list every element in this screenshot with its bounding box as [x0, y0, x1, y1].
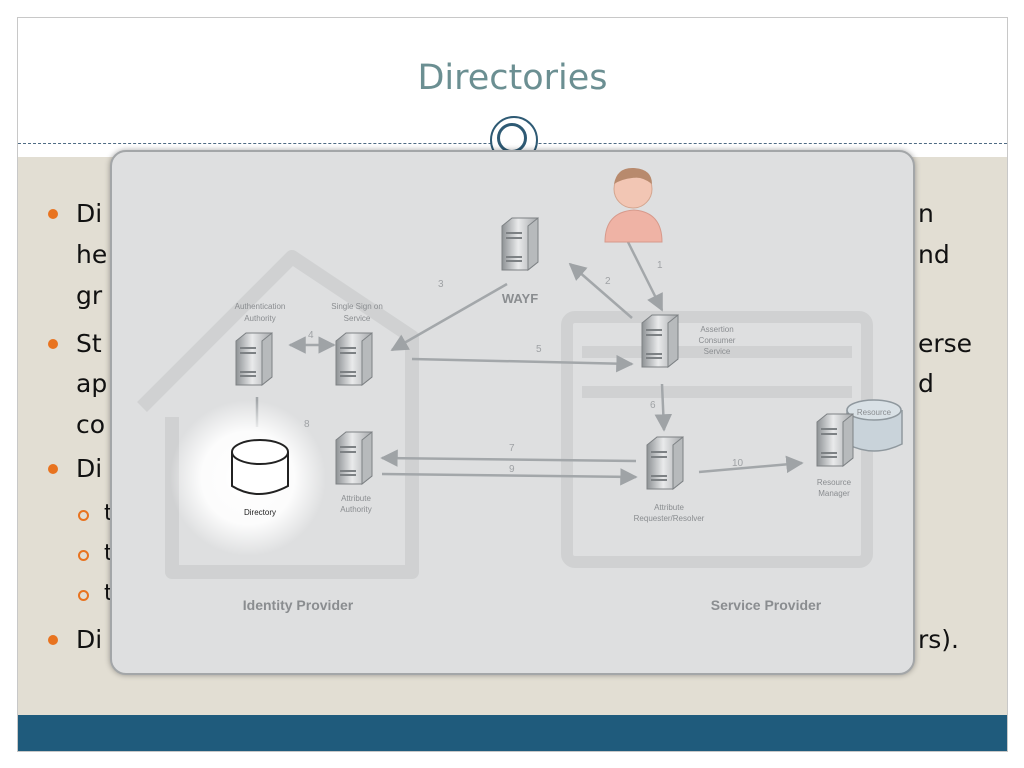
bullet-dot: [48, 339, 58, 349]
step-2-label: 2: [605, 276, 611, 287]
bullet-fragment: gr: [76, 281, 103, 310]
bullet-fragment-right: erse: [918, 329, 973, 358]
bullet-fragment: Di: [76, 199, 103, 228]
bullet-dot: [48, 464, 58, 474]
resource-database-icon: [846, 399, 903, 452]
directory-label: Directory: [244, 508, 276, 517]
bullet-fragment-right: nd: [918, 240, 950, 269]
bullet-fragment: Di: [76, 625, 103, 654]
slide-footer: [18, 715, 1007, 751]
authentication-authority-server-icon: [235, 332, 273, 386]
single-sign-on-label-2: Service: [344, 314, 371, 323]
bullet-dot: [48, 635, 58, 645]
step-7-label: 7: [509, 443, 515, 454]
authentication-authority-label-1: Authentication: [235, 302, 286, 311]
bullet-fragment: co: [76, 410, 106, 439]
wayf-server-icon: [501, 217, 539, 271]
bullet-dot: [48, 209, 58, 219]
resource-label: Resource: [857, 408, 892, 417]
identity-provider-watermark: [137, 250, 419, 579]
bullet-fragment: St: [76, 329, 102, 358]
resource-manager-label-2: Manager: [818, 489, 850, 498]
bullet-fragment-right: rs).: [918, 625, 960, 654]
sub-bullet-fragment: t: [104, 581, 113, 606]
step-3-label: 3: [438, 279, 444, 290]
bullet-fragment: he: [76, 240, 108, 269]
assertion-consumer-label-3: Service: [704, 347, 731, 356]
attribute-authority-server-icon: [335, 431, 373, 485]
resource-manager-server-icon: [816, 413, 854, 467]
attribute-authority-label-1: Attribute: [341, 494, 371, 503]
step-10-label: 10: [732, 458, 744, 469]
attribute-requester-server-icon: [646, 436, 684, 490]
directory-database-icon: [231, 439, 289, 495]
bullet-fragment-right: d: [918, 369, 934, 398]
diagram-arrows: [255, 233, 804, 486]
sub-bullet-ring: [78, 590, 89, 601]
attribute-authority-label-2: Authority: [340, 505, 372, 514]
attribute-requester-label-1: Attribute: [654, 503, 684, 512]
single-sign-on-label-1: Single Sign on: [331, 302, 383, 311]
user-icon: [604, 167, 663, 243]
step-5-label: 5: [536, 344, 542, 355]
step-9-label: 9: [509, 464, 515, 475]
step-4-label: 4: [308, 330, 314, 341]
wayf-label: WAYF: [502, 291, 538, 306]
sub-bullet-fragment: t: [104, 501, 113, 526]
federated-identity-diagram: 1 2 3 4 5 6 7 8 9 10 WAYF Authentication…: [110, 150, 915, 675]
step-6-label: 6: [650, 400, 656, 411]
authentication-authority-label-2: Authority: [244, 314, 276, 323]
assertion-consumer-label-1: Assertion: [700, 325, 733, 334]
sub-bullet-ring: [78, 550, 89, 561]
service-provider-label: Service Provider: [711, 597, 822, 613]
resource-manager-label-1: Resource: [817, 478, 852, 487]
attribute-requester-label-2: Requester/Resolver: [634, 514, 705, 523]
assertion-consumer-server-icon: [641, 314, 679, 368]
bullet-fragment-right: n: [918, 199, 934, 228]
identity-provider-label: Identity Provider: [243, 597, 354, 613]
assertion-consumer-label-2: Consumer: [699, 336, 736, 345]
diagram-svg: 1 2 3 4 5 6 7 8 9 10 WAYF Authentication…: [137, 167, 903, 613]
sub-bullet-fragment: t: [104, 541, 113, 566]
bullet-fragment: Di: [76, 454, 103, 483]
slide-title: Directories: [417, 58, 608, 98]
step-1-label: 1: [657, 260, 663, 271]
single-sign-on-server-icon: [335, 332, 373, 386]
step-8-label: 8: [304, 419, 310, 430]
bullet-fragment: ap: [76, 369, 108, 398]
sub-bullet-ring: [78, 510, 89, 521]
